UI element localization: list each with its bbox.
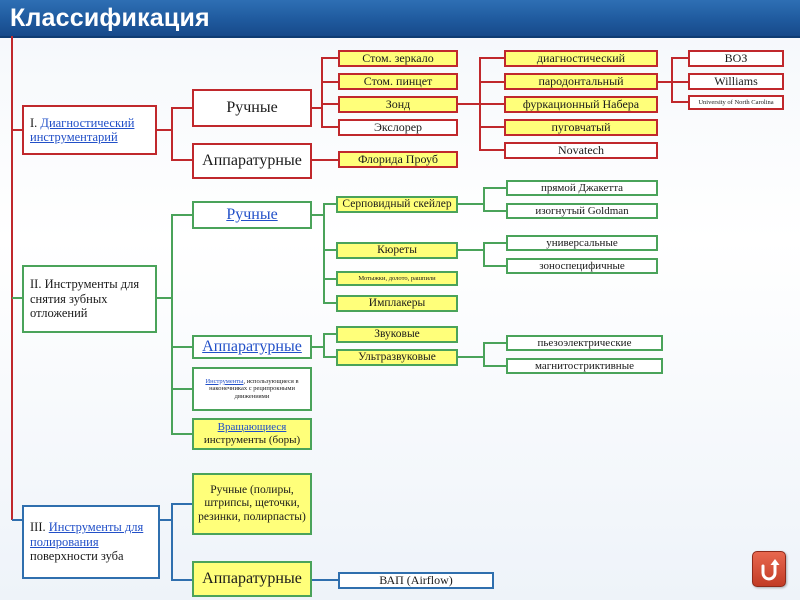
diagnostic-item-florida-probe: Флорида Проуб	[338, 151, 458, 168]
probe-type-periodontal: пародонтальный	[504, 73, 658, 90]
reciprocal-instruments: Инструменты, использующиеся в наконечник…	[192, 367, 312, 411]
section-polishing: III. Инструменты для полирования поверхн…	[22, 505, 160, 579]
header-bar: Классификация	[0, 0, 800, 38]
polishing-hardware-group: Аппаратурные	[192, 561, 312, 597]
probe-type-furcation: фуркационный Набера	[504, 96, 658, 113]
section-diagnostic: I. Диагностический инструментарий	[22, 105, 157, 155]
periodontal-probe-who: ВОЗ	[688, 50, 784, 67]
section-polishing-link[interactable]: Инструменты для полирования	[30, 520, 144, 549]
ultrasonic-magnetostrictive: магнитостриктивные	[506, 358, 663, 374]
diagnostic-item-explorer: Экслорер	[338, 119, 458, 136]
curette-area-specific: зоноспецифичные	[506, 258, 658, 274]
curette-universal: универсальные	[506, 235, 658, 251]
deposit-manual-link[interactable]: Ручные	[226, 205, 278, 223]
rotary-instruments: Вращающиеся инструменты (боры)	[192, 418, 312, 450]
ultrasonic-scalers: Ультразвуковые	[336, 349, 458, 366]
curettes: Кюреты	[336, 242, 458, 259]
ultrasonic-piezoelectric: пьезоэлектрические	[506, 335, 663, 351]
diagnostic-item-mirror: Стом. зеркало	[338, 50, 458, 67]
periodontal-probe-unc: University of North Carolina	[688, 95, 784, 110]
probe-type-novatech: Novatech	[504, 142, 658, 159]
probe-type-diagnostic: диагностический	[504, 50, 658, 67]
diagnostic-item-tweezers: Стом. пинцет	[338, 73, 458, 90]
deposit-hardware-link[interactable]: Аппаратурные	[202, 337, 302, 355]
section-deposit-removal: II. Инструменты для снятия зубных отложе…	[22, 265, 157, 333]
airflow-device: ВАП (Airflow)	[338, 572, 494, 589]
sickle-scaler: Серповидный скейлер	[336, 196, 458, 213]
deposit-manual-group: Ручные	[192, 201, 312, 229]
rotary-instruments-link[interactable]: Вращающиеся	[217, 421, 287, 434]
diagnostic-item-probe: Зонд	[338, 96, 458, 113]
hoes-chisels-files: Мотыжки, долото, рашпили	[336, 271, 458, 286]
reciprocal-instruments-link[interactable]: Инструменты	[205, 377, 244, 385]
deposit-hardware-group: Аппаратурные	[192, 335, 312, 359]
page-title: Классификация	[10, 4, 210, 32]
return-arrow-icon	[761, 559, 780, 581]
section-diagnostic-link[interactable]: Диагностический инструментарий	[30, 115, 135, 144]
periodontal-probe-williams: Williams	[688, 73, 784, 90]
diagnostic-hardware-group: Аппаратурные	[192, 143, 312, 179]
probe-type-button: пуговчатый	[504, 119, 658, 136]
return-button[interactable]	[752, 551, 786, 587]
diagnostic-manual-group: Ручные	[192, 89, 312, 127]
scaler-curved-goldman: изогнутый Goldman	[506, 203, 658, 219]
polishing-manual-group: Ручные (полиры, штрипсы, щеточки, резинк…	[192, 473, 312, 535]
sonic-scalers: Звуковые	[336, 326, 458, 343]
scaler-straight-jacquette: прямой Джакетта	[506, 180, 658, 196]
implacers: Имплакеры	[336, 295, 458, 312]
